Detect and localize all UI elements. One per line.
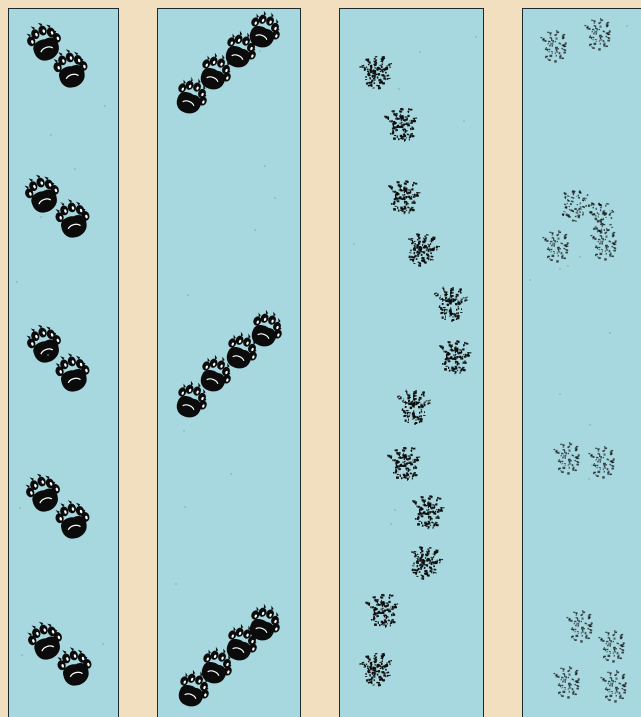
paw-print-sketched-icon	[356, 51, 396, 99]
paw-print-sketched-icon	[393, 385, 433, 433]
speck	[559, 268, 561, 270]
paw-print-sketched-icon	[384, 442, 424, 490]
speck	[104, 105, 106, 107]
speck	[259, 50, 261, 52]
paw-print-solid-icon	[53, 52, 89, 92]
paw-print-faint-icon	[596, 666, 634, 712]
paw-print-sketched-icon	[407, 490, 447, 538]
speck	[102, 643, 104, 645]
paw-print-sketched-icon	[434, 335, 474, 383]
paw-print-faint-icon	[580, 14, 618, 60]
speck	[363, 666, 365, 668]
paw-print-solid-icon	[173, 80, 207, 118]
paw-print-sketched-icon	[430, 282, 470, 330]
speck	[420, 578, 422, 580]
speck	[579, 256, 581, 258]
speck	[61, 202, 63, 204]
paw-print-faint-icon	[584, 442, 622, 488]
speck	[419, 51, 421, 53]
paw-print-faint-icon	[549, 662, 587, 708]
speck	[382, 624, 384, 626]
paw-print-sketched-icon	[383, 175, 423, 223]
paw-print-faint-icon	[536, 26, 574, 72]
speck	[390, 523, 392, 525]
speck	[184, 506, 186, 508]
speck	[274, 197, 276, 199]
speck	[264, 165, 266, 167]
speck	[475, 36, 477, 38]
speck	[21, 654, 23, 656]
speck	[589, 424, 591, 426]
paw-print-solid-icon	[57, 650, 93, 690]
speck	[591, 464, 593, 466]
paw-print-sketched-icon	[362, 589, 402, 637]
speck	[254, 229, 256, 231]
paw-print-faint-icon	[594, 626, 632, 672]
track-strip-3	[339, 8, 484, 717]
paw-print-solid-icon	[175, 673, 209, 711]
speck	[74, 168, 76, 170]
speck	[175, 583, 177, 585]
speck	[19, 507, 21, 509]
speck	[47, 354, 49, 356]
speck	[353, 243, 355, 245]
paw-print-solid-icon	[55, 202, 91, 242]
speck	[230, 473, 232, 475]
speck	[626, 25, 628, 27]
track-strip-4	[522, 8, 641, 717]
paw-print-faint-icon	[549, 438, 587, 484]
speck	[559, 393, 561, 395]
speck	[529, 279, 531, 281]
paw-print-solid-icon	[55, 503, 91, 543]
paw-print-sketched-icon	[356, 648, 396, 696]
speck	[463, 120, 465, 122]
speck	[191, 78, 193, 80]
speck	[398, 88, 400, 90]
track-strip-2	[157, 8, 301, 717]
paw-print-sketched-icon	[401, 228, 441, 276]
speck	[394, 509, 396, 511]
speck	[567, 265, 569, 267]
paw-print-faint-icon	[538, 226, 576, 272]
speck	[183, 430, 185, 432]
speck	[50, 134, 52, 136]
paw-print-solid-icon	[173, 384, 207, 422]
speck	[40, 216, 42, 218]
paw-print-solid-icon	[55, 356, 91, 396]
speck	[588, 478, 590, 480]
speck	[609, 332, 611, 334]
speck	[187, 294, 189, 296]
track-strip-1	[8, 8, 119, 717]
paw-print-faint-icon	[582, 196, 620, 242]
speck	[16, 281, 18, 283]
paw-print-sketched-icon	[381, 103, 421, 151]
paw-print-sketched-icon	[404, 541, 444, 589]
